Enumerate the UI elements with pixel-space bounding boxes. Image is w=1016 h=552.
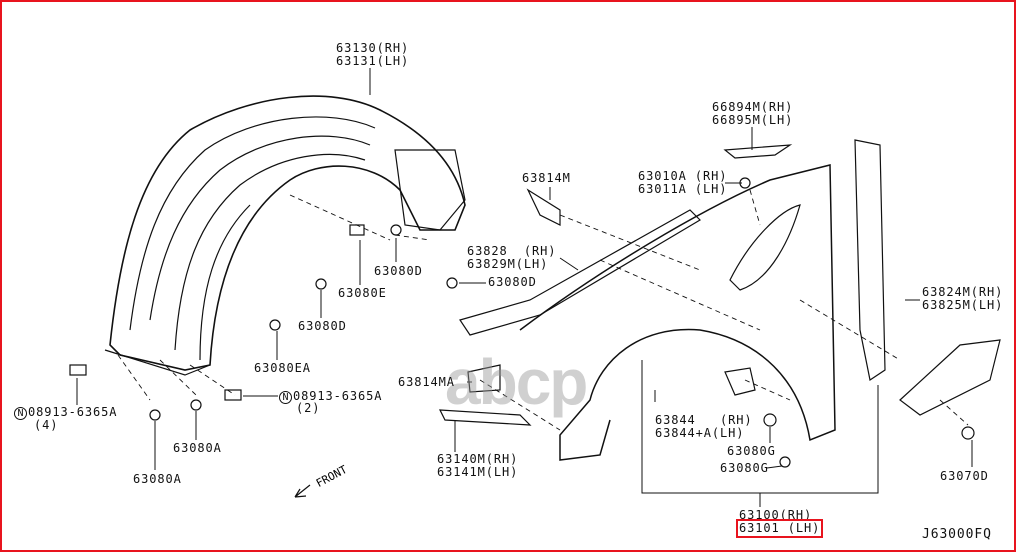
n-symbol-icon: N [14,407,27,420]
label-flap-rh[interactable]: 63844 (RH) [655,413,753,427]
label-liner-lh[interactable]: 63131(LH) [336,54,410,68]
label-bolt-lh[interactable]: 63011A (LH) [638,182,728,196]
label-clip-ea[interactable]: 63080EA [254,361,311,375]
n-symbol-icon: N [279,391,292,404]
fender-drawing [438,139,1001,461]
label-clip-d3[interactable]: 63080D [298,319,347,333]
label-clip-a2[interactable]: 63080A [133,472,182,486]
nut-4-code: 08913-6365A [28,405,118,419]
label-63814m[interactable]: 63814M [522,171,571,185]
label-clip-g1[interactable]: 63080G [727,444,776,458]
front-arrow-icon [294,484,311,498]
label-clip-d2[interactable]: 63080D [488,275,537,289]
label-clip-e[interactable]: 63080E [338,286,387,300]
label-fender-lh-highlighted[interactable]: 63101 (LH) [735,519,824,538]
diagram-code: J63000FQ [922,527,992,542]
label-63814ma[interactable]: 63814MA [398,375,455,389]
label-cover-rh[interactable]: 63824M(RH) [922,285,1004,299]
label-flap-lh[interactable]: 63844+A(LH) [655,426,745,440]
fastener-drawings [69,177,975,468]
label-fender-rh[interactable]: 63100(RH) [739,508,813,522]
label-clip-70d[interactable]: 63070D [940,469,989,483]
label-clip-a1[interactable]: 63080A [173,441,222,455]
label-bracket-rh[interactable]: 63828 (RH) [467,244,557,258]
label-stay-lh[interactable]: 63141M(LH) [437,465,519,479]
wheel-liner-drawing [104,95,466,376]
label-nut-4-qty: (4) [34,418,59,432]
label-bracket-lh[interactable]: 63829M(LH) [467,257,549,271]
label-clip-d1[interactable]: 63080D [374,264,423,278]
label-stay-rh[interactable]: 63140M(RH) [437,452,519,466]
watermark-logo: abcp [445,346,588,418]
nut-2-code: 08913-6365A [293,389,383,403]
leader-lines [76,68,973,507]
label-seal-lh[interactable]: 66895M(LH) [712,113,794,127]
label-cover-lh[interactable]: 63825M(LH) [922,298,1004,312]
label-seal-rh[interactable]: 66894M(RH) [712,100,794,114]
label-nut-2-qty: (2) [296,401,321,415]
label-clip-g2[interactable]: 63080G [720,461,769,475]
label-bolt-rh[interactable]: 63010A (RH) [638,169,728,183]
label-liner-rh[interactable]: 63130(RH) [336,41,410,55]
assembly-dashed-lines [117,189,969,431]
